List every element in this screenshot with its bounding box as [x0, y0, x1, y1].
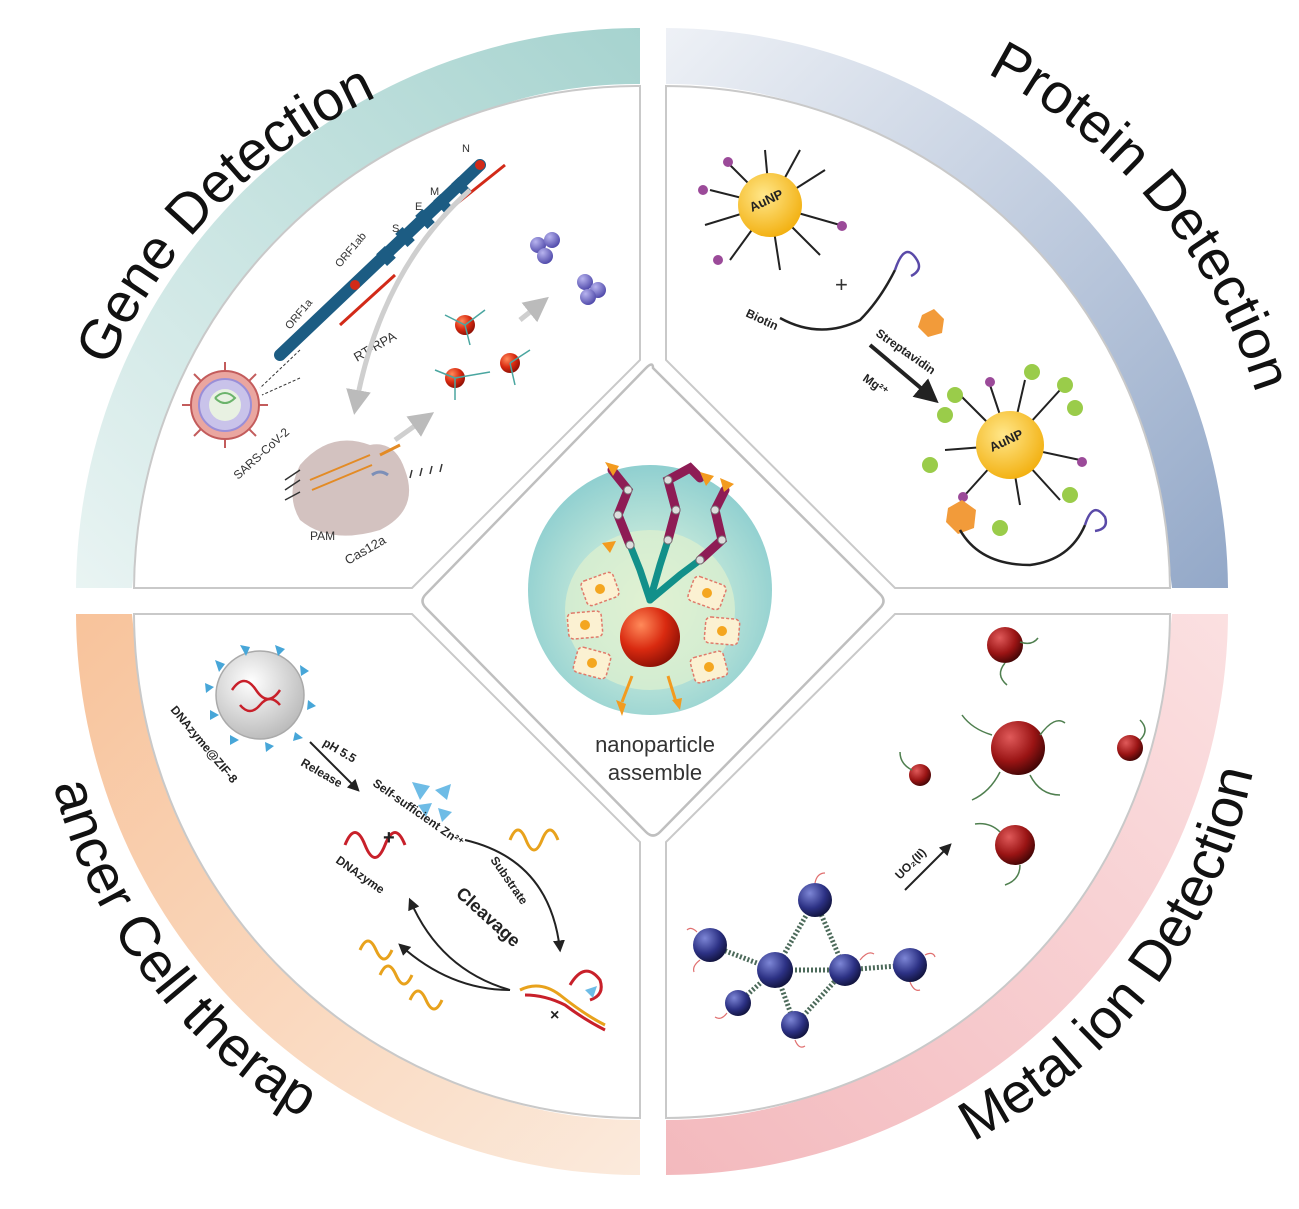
protein-plus: +: [835, 272, 848, 297]
blue-nanoparticle: [893, 948, 927, 982]
gene-red-nanoparticles: [434, 309, 531, 400]
center-title-line2: assemble: [608, 760, 702, 785]
hairpin-bottom: [1083, 508, 1108, 533]
gene-purple-clusters: [530, 232, 606, 305]
e-label: E: [415, 201, 422, 213]
metal-content: UO₂(II): [686, 627, 1146, 1048]
cycle-arrow-left: [408, 897, 511, 991]
dnazyme-strand: [343, 831, 407, 859]
aunp-probe-top: [698, 149, 847, 271]
cancer-plus: +: [383, 827, 395, 849]
red-nanoparticle: [995, 825, 1035, 865]
s-label: S: [392, 223, 399, 235]
zif8-particle: [205, 645, 316, 752]
biotin-strand: [779, 269, 897, 331]
aggregated-nanoparticles: [686, 872, 936, 1048]
uo2-arrow: [904, 843, 952, 891]
metal-panel: [665, 613, 1172, 1120]
gene-panel: [132, 84, 641, 589]
dna-joints: [613, 475, 727, 565]
cancer-arc-band: [76, 614, 640, 1175]
blue-nanoparticle: [781, 1011, 809, 1039]
release-arrow: [309, 741, 360, 792]
metal-arc-band: [666, 614, 1228, 1175]
center-title-line1: nanoparticle: [595, 732, 715, 757]
gene-arc-band: [76, 28, 640, 588]
blue-nanoparticle: [693, 928, 727, 962]
streptavidin-top: [918, 309, 944, 337]
cycle-arrow-right: [464, 839, 565, 953]
streptavidin-bottom: [946, 500, 976, 534]
pam-label: PAM: [310, 529, 335, 543]
red-nanoparticle: [909, 764, 931, 786]
cut-mark: ×: [550, 1007, 559, 1024]
cargo-beads: [580, 584, 727, 672]
quadrant-panels: [132, 84, 1172, 1120]
cycle-arrow-bottom: [398, 943, 511, 991]
blue-nanoparticle: [798, 883, 832, 917]
sars-cov-2-virus: [182, 362, 268, 448]
blue-nanoparticle: [757, 952, 793, 988]
red-nanoparticle: [991, 721, 1045, 775]
m-label: M: [430, 186, 439, 198]
n-label: N: [462, 143, 470, 155]
protein-arc-band: [666, 28, 1228, 588]
biotin-strand-bottom: [958, 524, 1087, 567]
dispersed-nanoparticles: [899, 627, 1146, 886]
cleaved-fragments: [358, 939, 444, 1011]
protein-arrow: [868, 343, 939, 404]
core-nanoparticle: [620, 607, 680, 667]
gene-process-arrows: [346, 188, 549, 443]
dna-arm-tips: [602, 462, 734, 553]
substrate-strand: [508, 828, 560, 852]
red-nanoparticle: [1117, 735, 1143, 761]
enzyme-substrate-complex: [519, 969, 606, 1032]
hairpin-top: [893, 250, 921, 278]
zn-crystals: [412, 782, 452, 822]
tether-tips: [616, 698, 682, 716]
blue-nanoparticle: [725, 990, 751, 1016]
blue-nanoparticle: [829, 954, 861, 986]
cas12a-complex: [284, 440, 443, 536]
center-diamond: nanoparticle assemble: [421, 363, 885, 837]
bottom-tethers: [620, 675, 678, 703]
dna-arms: [607, 462, 730, 604]
cancer-panel: [132, 613, 641, 1120]
protein-content: AuNP + Biotin Streptavidin Mg²⁺: [698, 149, 1108, 567]
zn-in-complex: [585, 986, 597, 998]
arc-bands: [76, 28, 1228, 1175]
aunp-probe-bottom: [922, 364, 1087, 536]
red-nanoparticle: [987, 627, 1023, 663]
